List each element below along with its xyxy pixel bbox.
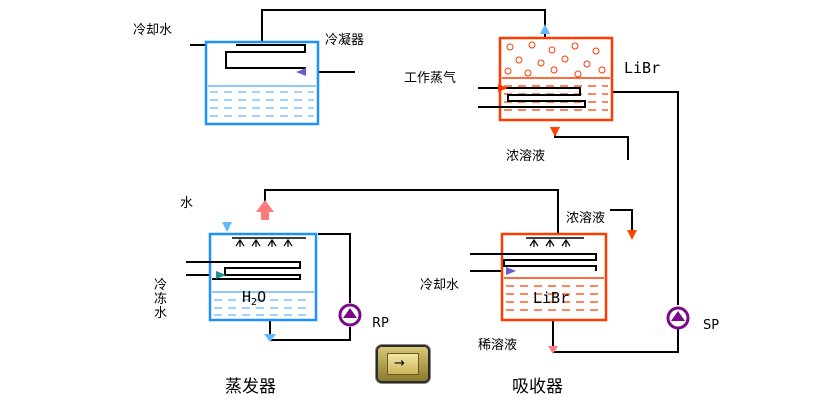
- sp-label: SP: [703, 318, 719, 333]
- generator-coil: [478, 87, 586, 108]
- condenser-label: 冷凝器: [325, 32, 364, 48]
- generator-libr-label: LiBr: [624, 59, 660, 77]
- absorber: [470, 230, 637, 354]
- chilled-water-label-2: 冻: [154, 291, 167, 307]
- vapor-up-arrow-icon: [256, 200, 274, 212]
- rp-pump-icon: [338, 303, 362, 327]
- chilled-water-label-1: 冷: [154, 278, 167, 293]
- condenser: [204, 40, 320, 126]
- next-step-button[interactable]: →: [378, 347, 428, 381]
- rp-label: RP: [372, 316, 389, 331]
- arrow-right-icon: →: [394, 356, 405, 371]
- pipe-rp-to-top: [318, 233, 351, 303]
- pipe-generator-conc-out: [554, 127, 629, 160]
- sp-pump-icon: [666, 306, 690, 330]
- conc-solution-label-1: 浓溶液: [506, 149, 545, 164]
- absorber-cooling-water-label: 冷却水: [420, 278, 459, 293]
- generator-outlet-arrow-icon: [550, 127, 560, 137]
- absorber-coil: [470, 253, 597, 271]
- absorber-libr-label: LiBr: [533, 289, 569, 307]
- pipe-absorber-to-sp: [552, 320, 679, 353]
- conc-solution-label-2: 浓溶液: [566, 211, 605, 226]
- next-step-button-face: →: [387, 353, 419, 375]
- steam-in-arrow-icon: [498, 84, 508, 92]
- dilute-solution-label: 稀溶液: [478, 338, 517, 353]
- evaporator-spray-nozzles: [235, 238, 293, 247]
- absorber-caption: 吸收器: [512, 377, 563, 397]
- cooling-water-top-label: 冷却水: [133, 23, 172, 38]
- absorber-spray-nozzles: [529, 238, 571, 247]
- chilled-water-label-3: 水: [154, 306, 167, 321]
- pipe-evap-bottom: [269, 320, 351, 341]
- condenser-coil: [225, 44, 306, 72]
- water-label: 水: [180, 196, 193, 211]
- evaporator-h2o-label: H2O: [242, 288, 266, 308]
- chilled-water-arrow-icon: [216, 271, 226, 279]
- absorber-cooling-arrow-icon: [506, 267, 516, 275]
- pipe-evap-absorber-vapor: [264, 189, 559, 240]
- pipe-sp-to-generator: [612, 91, 679, 305]
- evaporator-caption: 蒸发器: [225, 377, 276, 397]
- conc-in-arrow-icon: [627, 230, 637, 240]
- condenser-arrow-icon: [296, 68, 306, 76]
- evaporator-coil: [212, 261, 301, 280]
- working-steam-label: 工作蒸气: [404, 70, 456, 86]
- evaporator: [186, 200, 318, 342]
- evaporator-drain-arrow-icon: [264, 334, 276, 342]
- generator: [478, 24, 614, 137]
- water-in-arrow-icon: [222, 222, 232, 232]
- dilute-out-arrow-icon: [548, 346, 558, 354]
- pipe-conc-to-absorber: [610, 209, 633, 232]
- generator-vapor-arrow-icon: [540, 24, 550, 34]
